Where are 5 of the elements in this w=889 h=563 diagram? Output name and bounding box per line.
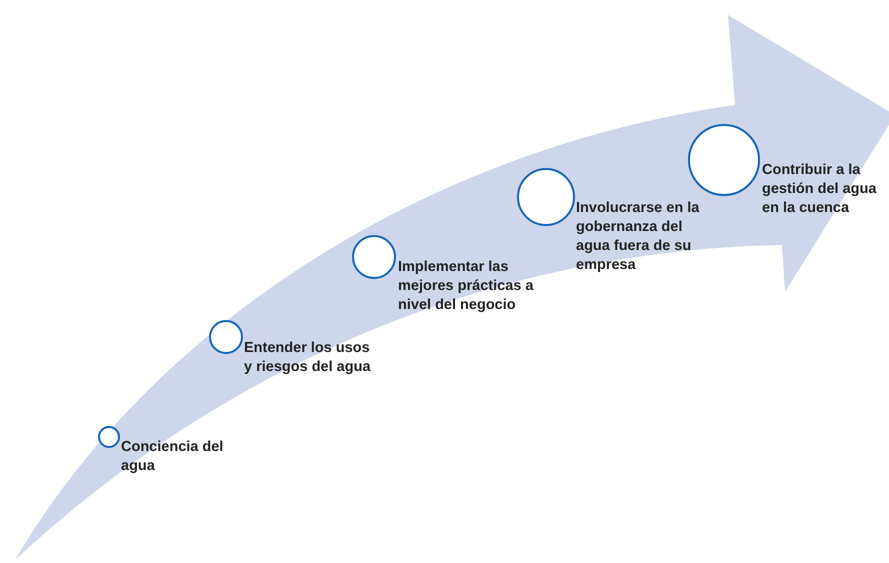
step-label: Conciencia del agua xyxy=(121,438,224,476)
step-label: Entender los usos y riesgos del agua xyxy=(244,339,372,377)
step-label: Implementar las mejores prácticas a nivel del negocio xyxy=(398,258,534,315)
step-label: Contribuir a la gestión del agua en la cuenca xyxy=(762,161,878,218)
step-label: Involucrarse en la gobernanza del agua fuera de su empresa xyxy=(576,199,700,275)
